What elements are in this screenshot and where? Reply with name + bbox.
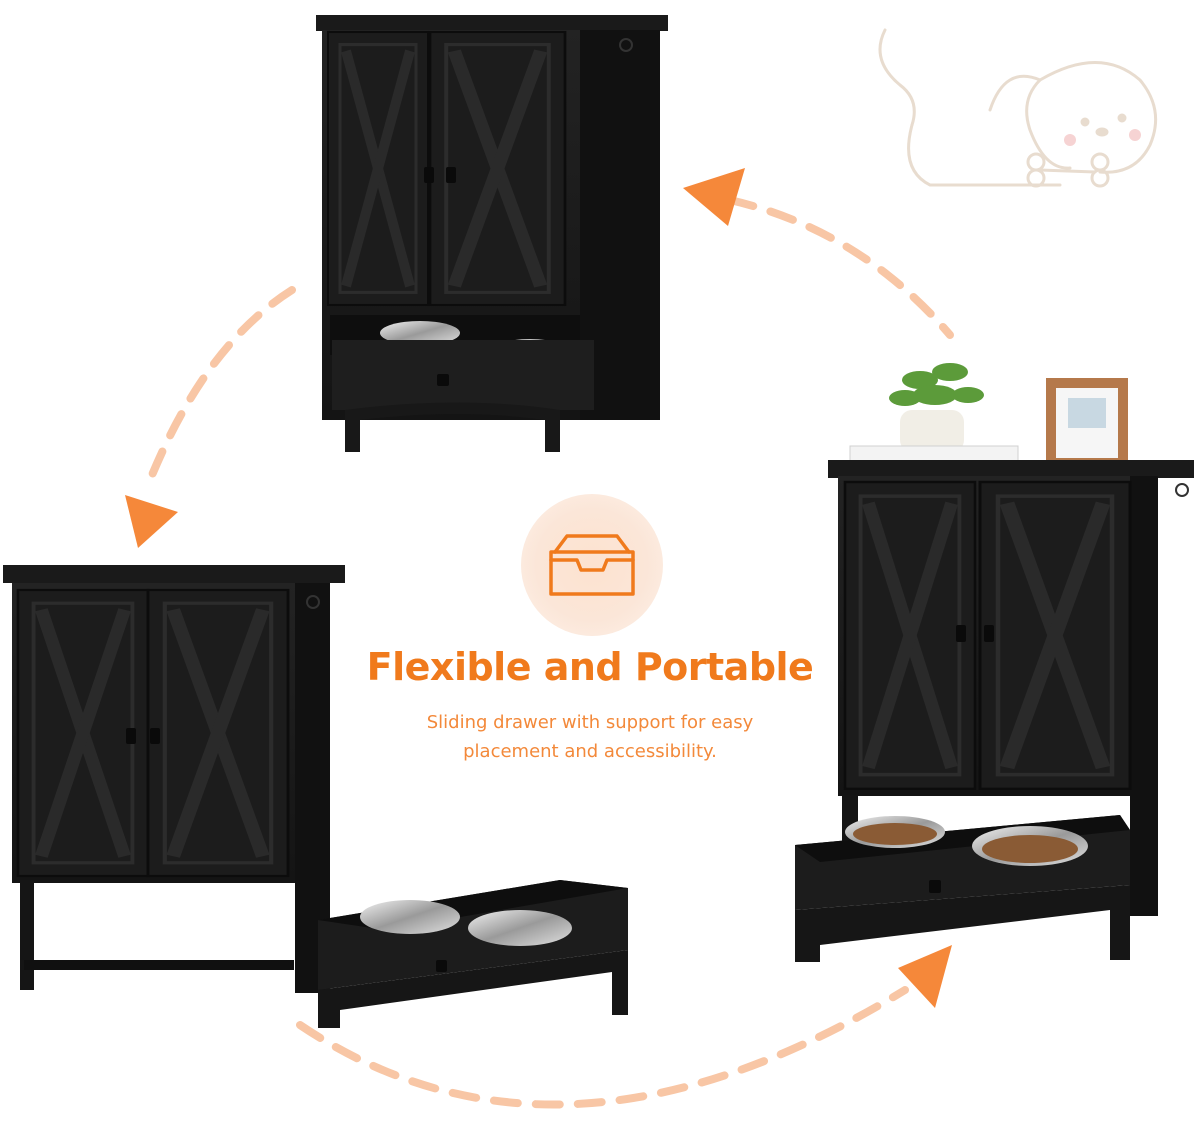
arrowhead-left [125,495,178,548]
cabinet-left [3,565,345,993]
arrowhead-top-right [683,168,745,226]
feeder-tray [318,880,628,1028]
drawer-tray-icon [549,534,635,596]
cabinet-top [316,15,668,452]
feature-badge [521,494,663,636]
description-line-2: placement and accessibility. [463,741,717,762]
arrowhead-bottom [898,945,952,1008]
arrow-left [146,286,296,484]
feature-description: Sliding drawer with support for easy pla… [370,708,810,766]
cabinet-right [795,363,1194,962]
description-line-1: Sliding drawer with support for easy [426,712,754,733]
dog-with-bone-icon [878,28,1158,188]
headline: Flexible and Portable [366,645,814,689]
arrow-top-right [726,196,954,339]
arrow-bottom [296,986,909,1109]
